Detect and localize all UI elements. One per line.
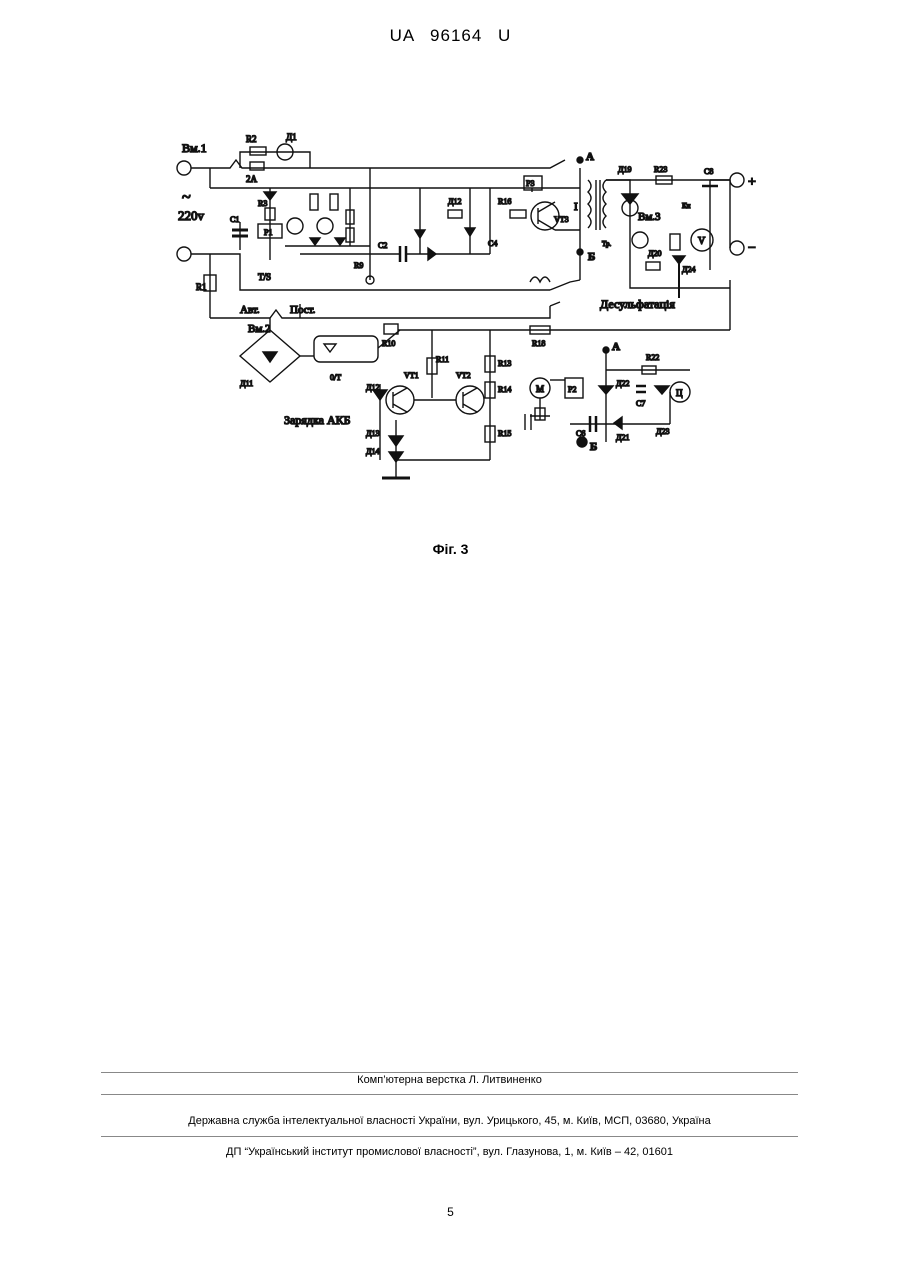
label-c8: C8 [704,167,713,176]
figure-caption: Фіг. 3 [0,541,901,557]
label-plus: + [748,175,756,190]
label-tilde: ~ [182,189,191,206]
document-id: UA 96164 U [0,26,901,46]
label-r23: R23 [654,165,667,174]
footer-rule-1 [101,1072,798,1073]
label-desulfation: Десульфатація [600,297,675,311]
label-opt: 0/T [330,373,341,382]
page-number: 5 [0,1205,901,1219]
label-vm2: Вм.2 [248,323,271,335]
label-vm1: Вм.1 [182,141,207,155]
label-c: Ц [676,388,683,398]
label-minus: − [748,241,756,256]
input-terminal-top [177,161,191,175]
label-c7: C7 [636,399,645,408]
label-p2: P2 [568,385,576,394]
label-p1: P1 [264,228,272,237]
top-rail [191,160,565,168]
label-post: Пост. [290,304,316,316]
label-r22: R22 [646,353,659,362]
label-d13: Д13 [366,429,379,438]
label-d12: Д12 [448,197,461,206]
label-vt1: VT1 [404,371,419,380]
output-terminal-minus [730,241,744,255]
label-r1: R1 [196,282,207,292]
label-vm3: Вм.3 [638,211,661,223]
footer-layout: Комп’ютерна верстка Л. Литвиненко [101,1074,798,1086]
footer-rule-2 [101,1094,798,1095]
label-r14: R14 [498,385,511,394]
label-r10: R10 [382,339,395,348]
label-kn: Кн [682,202,691,210]
label-point-a-bot: А [612,341,620,353]
label-d22: Д22 [616,379,629,388]
label-d1: Д1 [286,132,297,142]
label-point-b-bot: Б [590,441,597,453]
label-avt: Авт. [240,304,260,316]
label-r18: R18 [532,339,545,348]
label-d21: Д21 [616,433,629,442]
label-d12b: Д12 [366,383,379,392]
label-vt2: VT2 [456,371,471,380]
circuit-diagram: Вм.1 ~ 220v R2 Д1 2A R1 R3 C1 P1 T/S R9 … [170,130,770,500]
label-ts: T/S [258,272,271,282]
transformer [588,180,591,228]
label-vt3: VT3 [554,215,569,224]
label-r15: R15 [498,429,511,438]
label-d19: Д19 [618,165,631,174]
label-p3: P3 [526,179,534,188]
label-point-b-top: Б [588,251,595,263]
label-2a: 2A [246,174,258,184]
label-r2: R2 [246,134,257,144]
label-r13: R13 [498,359,511,368]
footer-agency: Державна служба інтелектуальної власност… [101,1115,798,1127]
footer-institute: ДП “Український інститут промислової вла… [101,1146,798,1158]
input-terminal-bottom [177,247,191,261]
label-c4: C4 [488,239,497,248]
label-d14: Д14 [366,447,379,456]
transistor-vt2 [456,386,484,414]
label-r16: R16 [498,197,511,206]
label-charging: Зарядка АКБ [284,413,351,427]
label-d11: Д11 [240,379,253,388]
label-c6: C6 [576,429,585,438]
label-tp: Тр. [602,240,612,248]
footer-rule-3 [101,1136,798,1137]
label-m: M [536,384,544,394]
label-v: V [698,236,706,247]
label-d23: Д23 [656,427,669,436]
transistor-vt1 [386,386,414,414]
label-r9: R9 [354,261,363,270]
optocoupler [314,336,378,362]
label-d24: Д24 [682,265,695,274]
label-c1: C1 [230,215,239,224]
coil [530,277,550,282]
label-d20: Д20 [648,249,661,258]
label-r11: R11 [436,355,449,364]
label-point-a-top: А [586,151,594,163]
label-transformer: I [574,201,578,213]
label-r3: R3 [258,199,267,208]
label-220v: 220v [178,208,205,223]
label-c2: C2 [378,241,387,250]
output-terminal-plus [730,173,744,187]
